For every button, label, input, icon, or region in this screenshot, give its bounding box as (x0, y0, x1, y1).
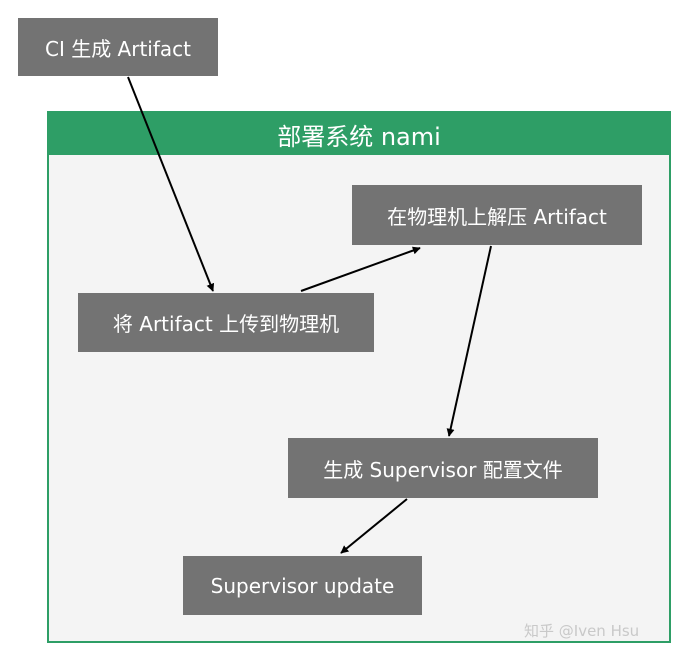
arrow-config-to-update (340, 498, 408, 554)
node-generate-supervisor-config: 生成 Supervisor 配置文件 (288, 438, 598, 498)
arrow-ci-to-upload (127, 76, 215, 292)
node-ci-generate-artifact: CI 生成 Artifact (18, 18, 218, 76)
node-supervisor-update: Supervisor update (183, 556, 422, 615)
watermark-text: 知乎 @Iven Hsu (524, 622, 640, 640)
node-extract-artifact: 在物理机上解压 Artifact (352, 185, 642, 245)
arrow-upload-to-extract (300, 246, 421, 292)
container-title: 部署系统 nami (49, 113, 669, 155)
node-upload-artifact: 将 Artifact 上传到物理机 (78, 293, 374, 352)
arrow-extract-to-config (446, 245, 492, 437)
